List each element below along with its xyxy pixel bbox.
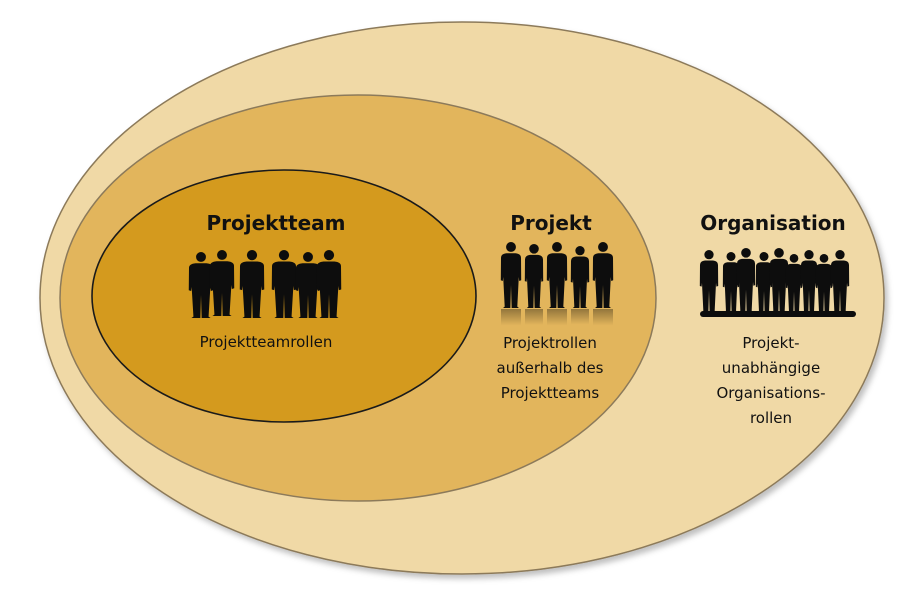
- person-silhouette: [316, 250, 342, 318]
- person-silhouette: [500, 242, 522, 326]
- organisation-description-line: unabhängige: [721, 359, 821, 377]
- person-silhouette: [239, 250, 265, 318]
- person-silhouette: [722, 252, 740, 312]
- person-silhouette: [830, 250, 850, 312]
- crowd-shadow: [700, 311, 856, 317]
- projekt-title: Projekt: [510, 211, 592, 235]
- person-silhouette: [592, 242, 614, 326]
- person-silhouette: [769, 248, 789, 312]
- person-silhouette: [755, 252, 773, 312]
- person-silhouette: [815, 254, 833, 312]
- person-silhouette: [570, 246, 590, 325]
- projektteam-title: Projektteam: [206, 211, 346, 235]
- people-crowd-silhouette-icon: [699, 248, 856, 317]
- person-silhouette: [800, 250, 818, 312]
- person-silhouette: [209, 250, 235, 316]
- projekt-description: Projektrollen außerhalb des Projektteams: [497, 331, 604, 406]
- organisation-description-line: Organisations-: [716, 384, 826, 402]
- team-silhouette-icon: [188, 250, 342, 318]
- projektteam-description-line: Projektteamrollen: [199, 333, 333, 351]
- organisation-description: Projekt- unabhängige Organisations- roll…: [716, 331, 825, 431]
- projektteam-description: Projektteamrollen: [200, 330, 333, 355]
- person-silhouette: [524, 244, 544, 325]
- person-silhouette: [295, 252, 321, 318]
- person-silhouette: [546, 242, 568, 326]
- person-silhouette: [736, 248, 756, 312]
- person-silhouette: [271, 250, 297, 318]
- projekt-description-line: Projektteams: [500, 384, 600, 402]
- projektteam-ellipse: [91, 169, 477, 423]
- person-silhouette: [188, 252, 214, 318]
- organisation-description-line: Projekt-: [742, 334, 800, 352]
- projekt-description-line: Projektrollen: [503, 334, 597, 352]
- organisation-title: Organisation: [700, 211, 846, 235]
- organisation-description-line: rollen: [749, 409, 793, 427]
- person-silhouette: [785, 254, 803, 312]
- person-silhouette: [699, 250, 719, 312]
- people-group-silhouette-icon: [500, 242, 614, 326]
- projekt-description-line: außerhalb des: [496, 359, 604, 377]
